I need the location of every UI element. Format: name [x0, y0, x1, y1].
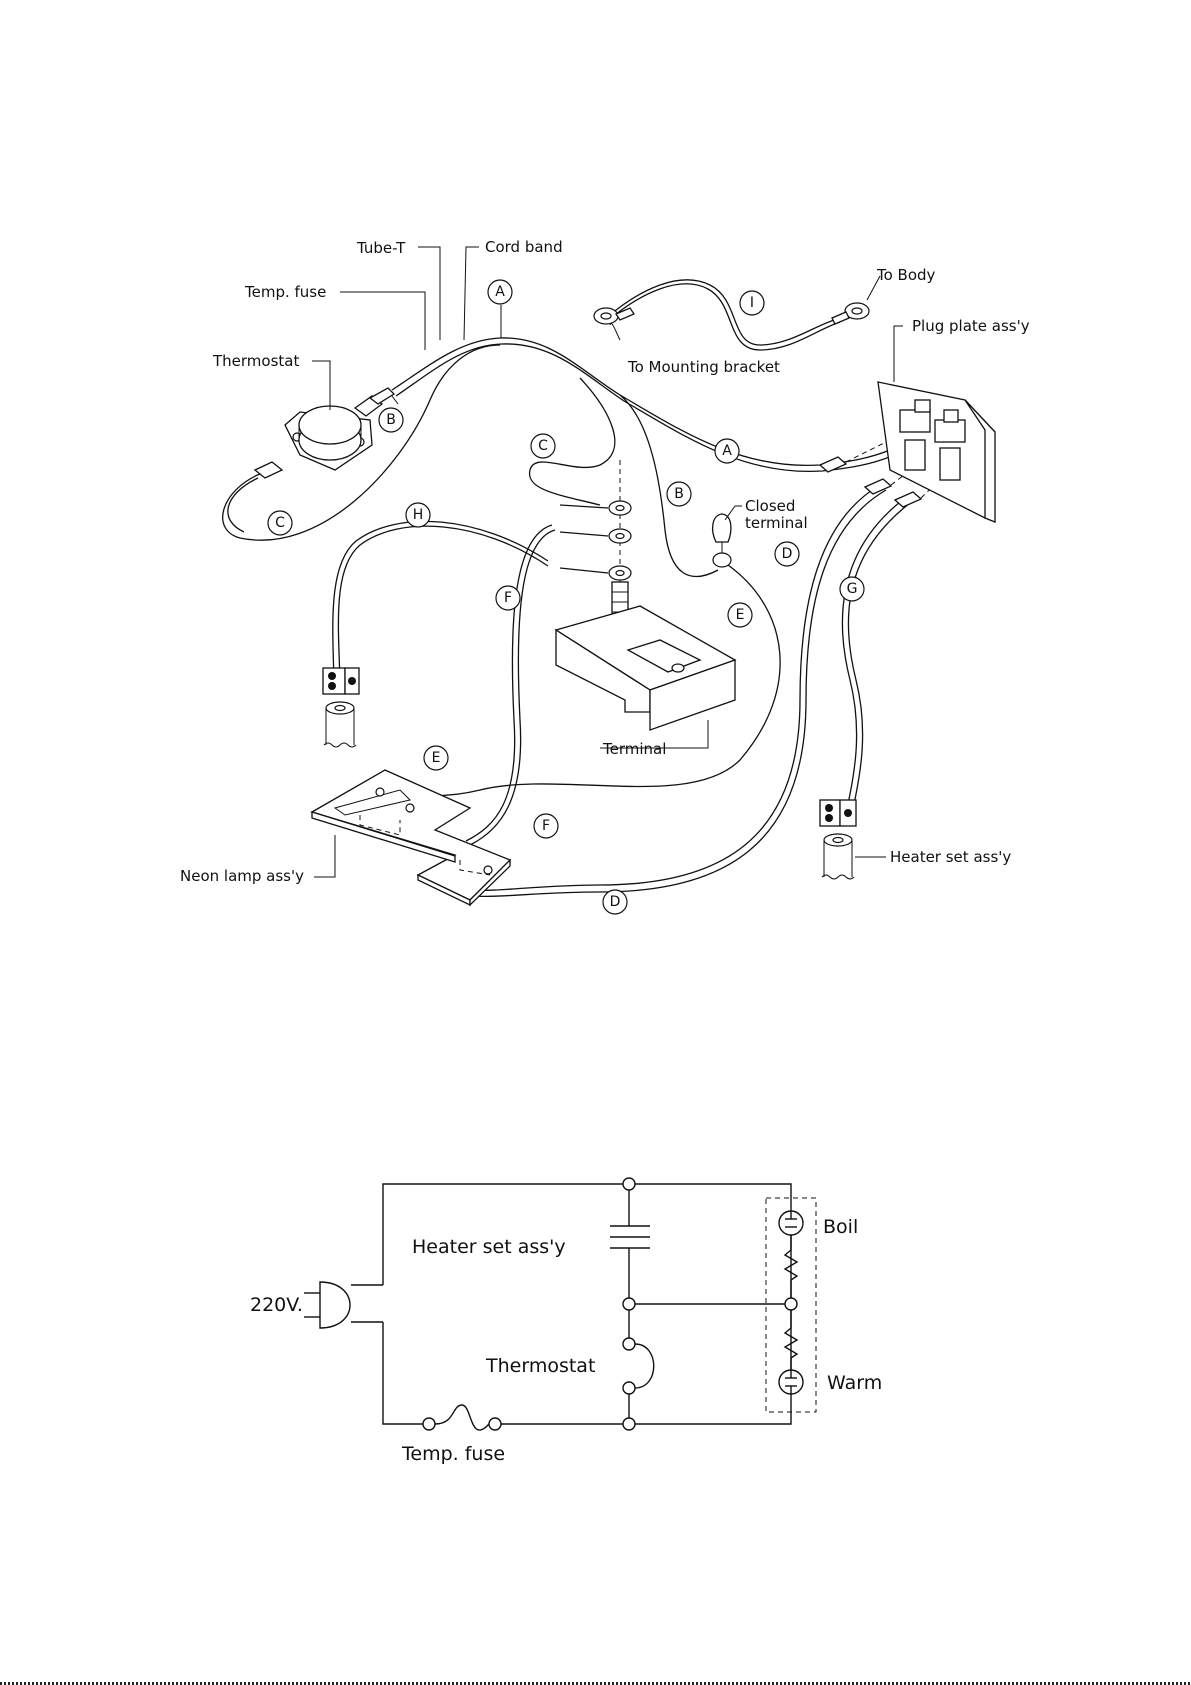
closed-terminal-label-line1: Closed	[745, 497, 795, 515]
closed-terminal	[713, 514, 731, 567]
wire-label-c: C	[275, 515, 285, 531]
schematic-temp-fuse-label: Temp. fuse	[401, 1443, 505, 1465]
to-body-label: To Body	[876, 266, 936, 284]
heater-stub-right	[820, 800, 856, 879]
wire-label-b: B	[386, 412, 396, 428]
schematic-thermostat-label: Thermostat	[485, 1355, 595, 1377]
heater-stub-left	[323, 668, 359, 747]
wire-label-g: G	[847, 581, 858, 597]
wire-label-i: I	[750, 295, 754, 311]
wire-label-h: H	[413, 507, 424, 523]
to-mounting-bracket-label: To Mounting bracket	[627, 358, 780, 376]
thermostat-part	[285, 388, 394, 470]
temp-fuse-label: Temp. fuse	[244, 283, 326, 301]
terminal-rings	[560, 460, 631, 600]
wire-label-d: D	[782, 546, 793, 562]
wire-label-b: B	[674, 486, 684, 502]
circuit-schematic: 220V. Heater set ass'y Thermostat Temp. …	[250, 1178, 882, 1465]
wire-label-f: F	[542, 818, 550, 834]
terminal-label: Terminal	[602, 740, 666, 758]
wire-label-a: A	[495, 284, 505, 300]
plug-plate-label: Plug plate ass'y	[912, 317, 1030, 335]
wire-label-a: A	[722, 443, 732, 459]
voltage-label: 220V.	[250, 1294, 303, 1316]
wire-label-f: F	[504, 590, 512, 606]
wire-label-e: E	[736, 607, 745, 623]
thermostat-label: Thermostat	[212, 352, 299, 370]
wire-label-c: C	[538, 438, 548, 454]
wire-label-d: D	[610, 894, 621, 910]
tube-t-label: Tube-T	[356, 239, 406, 257]
closed-terminal-label-line2: terminal	[745, 514, 808, 532]
wire-label-e: E	[432, 750, 441, 766]
wiring-diagram: Tube-T Cord band Temp. fuse Thermostat T…	[180, 238, 1030, 914]
heater-set-label: Heater set ass'y	[890, 848, 1011, 866]
warm-lamp-label: Warm	[827, 1372, 882, 1394]
cord-band-label: Cord band	[485, 238, 563, 256]
schematic-heater-label: Heater set ass'y	[412, 1236, 566, 1258]
boil-lamp-label: Boil	[823, 1216, 858, 1238]
neon-lamp-label: Neon lamp ass'y	[180, 867, 304, 885]
terminal-block	[556, 582, 735, 730]
